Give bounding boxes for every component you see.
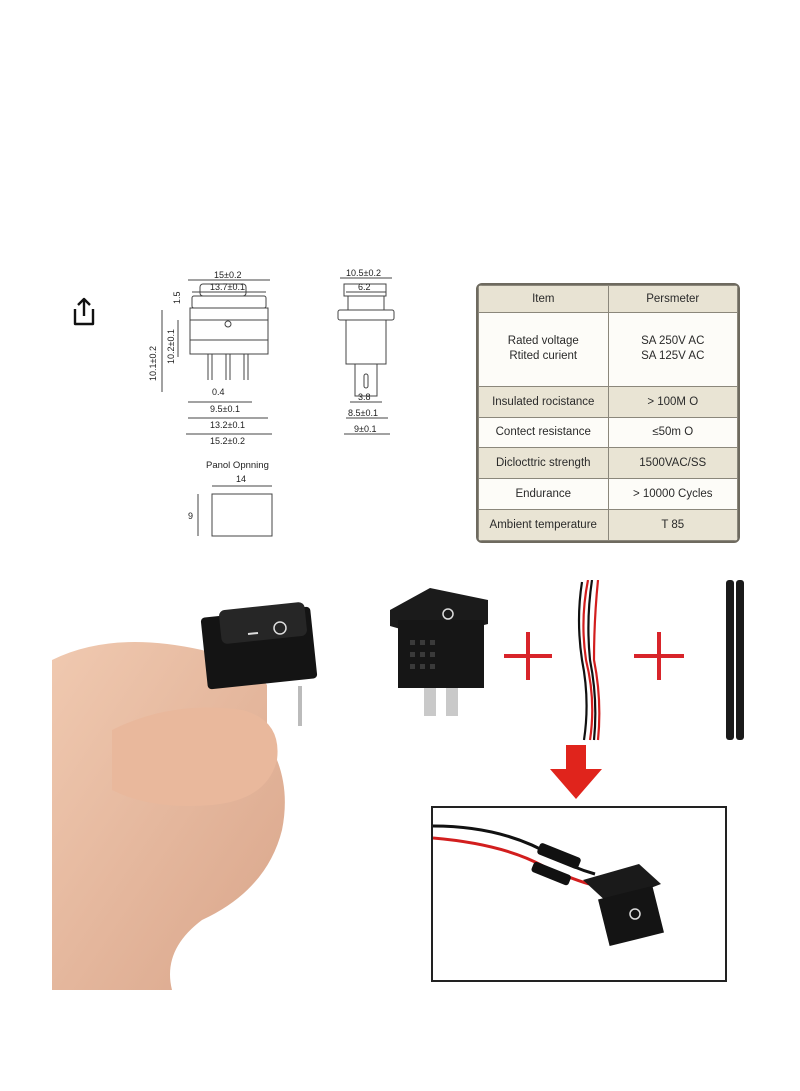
assembled-switch-photo xyxy=(431,806,727,982)
panel-opening-title: Panol Opnning xyxy=(206,460,269,471)
dim-pin-spacing-b: 13.2±0.1 xyxy=(210,420,245,430)
spec-value: 1500VAC/SS xyxy=(607,447,738,480)
dim-side-base-a: 8.5±0.1 xyxy=(348,408,378,418)
dim-width-outer: 15±0.2 xyxy=(214,270,241,280)
table-row: Contect resistance ≤50m O xyxy=(478,416,738,449)
share-button[interactable] xyxy=(66,294,102,330)
dim-side-base-b: 9±0.1 xyxy=(354,424,376,434)
table-row: Endurance > 10000 Cycles xyxy=(478,478,738,511)
dim-height-inner: 10.2±0.1 xyxy=(166,329,176,364)
spec-item: Endurance xyxy=(478,478,609,511)
dim-pin-spacing-a: 9.5±0.1 xyxy=(210,404,240,414)
down-arrow-icon xyxy=(548,745,604,801)
spec-header-value: Persmeter xyxy=(607,285,738,313)
table-row: Rated voltage Rtited curient SA 250V AC … xyxy=(478,312,738,387)
spec-table: Item Persmeter Rated voltage Rtited curi… xyxy=(476,283,740,543)
table-row: Ambient temperature T 85 xyxy=(478,509,738,541)
spec-value: ≤50m O xyxy=(607,416,738,449)
spec-item: Rtited curient xyxy=(509,350,578,363)
dim-base-width: 15.2±0.2 xyxy=(210,436,245,446)
hand-holding-switch-photo xyxy=(52,590,352,990)
spec-item: Insulated rocistance xyxy=(478,385,609,418)
table-row: Insulated rocistance > 100M O xyxy=(478,385,738,418)
spec-item: Rated voltage xyxy=(507,335,579,348)
components-photo xyxy=(384,579,794,750)
spec-value: SA 250V AC xyxy=(641,335,705,348)
dim-height-outer: 10.1±0.2 xyxy=(148,346,158,381)
table-row: Diclocttric strength 1500VAC/SS xyxy=(478,447,738,480)
spec-item: Contect resistance xyxy=(478,416,609,449)
dimension-drawing: 15±0.2 13.7±0.1 1.5 10.1±0.2 10.2±0.1 0.… xyxy=(148,268,395,537)
dim-side-pin: 3.8 xyxy=(358,392,371,402)
components-image xyxy=(390,579,744,741)
spec-value: > 10000 Cycles xyxy=(607,478,738,511)
hand-image xyxy=(52,602,318,990)
spec-item: Ambient temperature xyxy=(478,509,609,541)
assembled-image xyxy=(432,824,664,947)
spec-value: > 100M O xyxy=(607,385,738,418)
spec-header-item: Item xyxy=(478,285,609,313)
share-icon xyxy=(73,297,95,326)
spec-value: SA 125V AC xyxy=(641,350,705,363)
dim-pin-width: 0.4 xyxy=(212,387,225,397)
spec-header-row: Item Persmeter xyxy=(478,285,738,313)
dim-width-inner: 13.7±0.1 xyxy=(210,282,245,292)
dim-side-top-outer: 10.5±0.2 xyxy=(346,268,381,278)
dim-top-gap: 1.5 xyxy=(172,291,182,304)
spec-value: T 85 xyxy=(607,509,738,541)
panel-height: 9 xyxy=(188,511,193,521)
technical-drawing: 15±0.2 13.7±0.1 1.5 10.1±0.2 10.2±0.1 0.… xyxy=(140,262,420,552)
panel-width: 14 xyxy=(236,474,246,484)
spec-item: Diclocttric strength xyxy=(478,447,609,480)
dim-side-top-inner: 6.2 xyxy=(358,282,371,292)
